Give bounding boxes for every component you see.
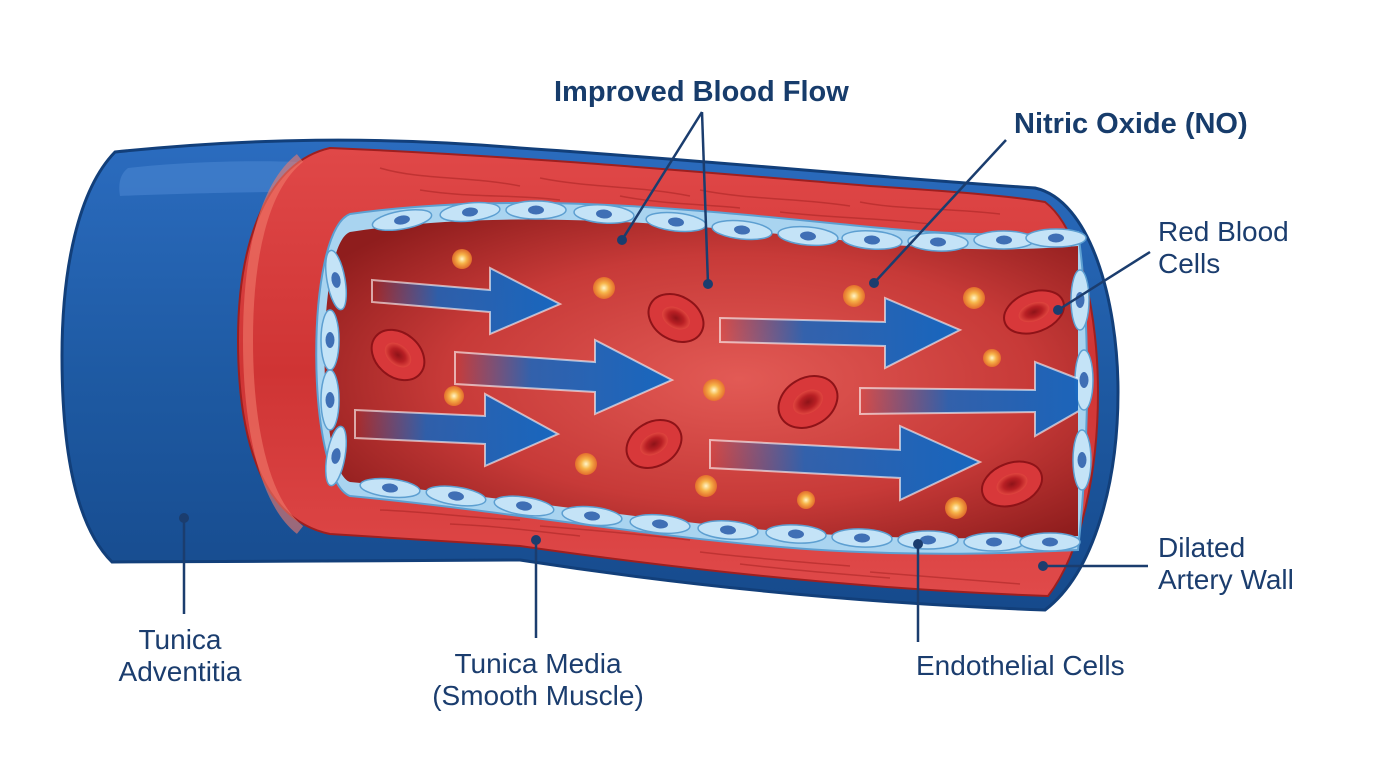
endothelial-cell	[697, 520, 759, 540]
flow-arrow	[454, 338, 675, 416]
red-blood-cell	[777, 375, 839, 429]
endothelial-cell	[1072, 429, 1092, 491]
no-particle	[945, 497, 967, 519]
endothelial-cell	[1019, 532, 1081, 552]
no-particle	[843, 285, 865, 307]
leader-lines	[182, 111, 1151, 642]
label-improved-blood-flow: Improved Blood Flow	[554, 76, 849, 108]
endothelial-cell	[831, 528, 893, 548]
endothelial-cell	[897, 530, 959, 550]
endothelial-cell	[320, 369, 340, 431]
no-particle	[444, 386, 464, 406]
red-blood-cells	[370, 289, 1065, 508]
flow-arrow	[859, 360, 1078, 438]
endothelial-cell	[841, 230, 903, 250]
flow-arrow	[371, 266, 563, 336]
no-particle	[452, 249, 472, 269]
endothelial-cell	[765, 524, 827, 544]
no-particle	[963, 287, 985, 309]
red-blood-cell	[370, 328, 426, 382]
endothelial-cell	[963, 532, 1025, 552]
endothelial-cell	[645, 211, 707, 233]
flow-arrow	[354, 392, 561, 468]
endothelial-cell	[907, 232, 969, 252]
endothelial-cell	[629, 513, 691, 535]
nitric-oxide-particles	[444, 249, 1001, 519]
no-particle	[983, 349, 1001, 367]
endothelial-cell	[425, 485, 487, 507]
endothelial-cell	[359, 477, 421, 499]
no-particle	[575, 453, 597, 475]
red-blood-cell	[980, 460, 1044, 508]
red-blood-cell	[625, 419, 683, 469]
endothelial-cell	[320, 309, 340, 371]
endothelial-cell	[505, 200, 567, 220]
label-red-blood-cells: Red Blood Cells	[1158, 216, 1289, 279]
leader-dots	[179, 235, 1063, 571]
endothelial-cell	[973, 230, 1035, 250]
no-particle	[797, 491, 815, 509]
label-tunica-adventitia: Tunica Adventitia	[118, 624, 242, 687]
flow-arrow	[709, 424, 983, 502]
flow-arrow	[719, 296, 963, 370]
endothelial-cell	[439, 201, 501, 223]
no-particle	[593, 277, 615, 299]
endothelial-cell	[573, 204, 635, 224]
endothelial-cell	[493, 495, 555, 517]
endothelial-cell	[777, 225, 839, 247]
endothelial-cells	[320, 200, 1094, 552]
label-tunica-media: Tunica Media (Smooth Muscle)	[432, 648, 644, 711]
endothelial-cell	[324, 425, 348, 487]
label-endothelial-cells: Endothelial Cells	[916, 650, 1125, 681]
label-nitric-oxide: Nitric Oxide (NO)	[1014, 108, 1248, 140]
red-blood-cell	[1003, 289, 1065, 335]
no-particle	[703, 379, 725, 401]
endothelial-cell	[711, 219, 773, 241]
label-dilated-artery-wall: Dilated Artery Wall	[1158, 532, 1294, 595]
red-blood-cell	[647, 293, 705, 343]
endothelial-cell	[324, 249, 348, 311]
endothelial-cell	[371, 208, 433, 232]
endothelial-cell	[561, 505, 623, 527]
blood-flow-arrows	[354, 266, 1078, 502]
endothelial-cell	[1025, 228, 1087, 248]
no-particle	[695, 475, 717, 497]
